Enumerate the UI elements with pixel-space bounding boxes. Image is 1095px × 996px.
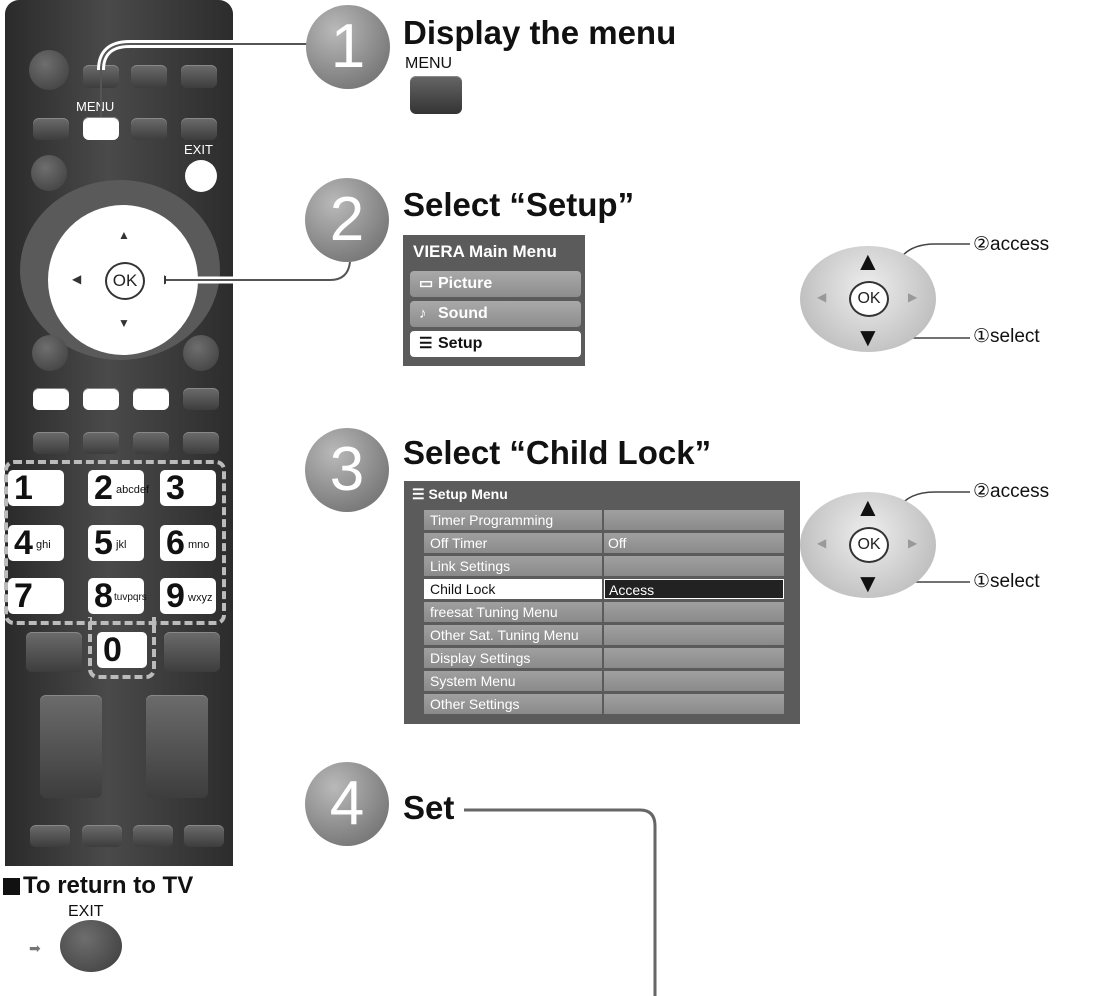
- remote-button[interactable]: [33, 118, 69, 140]
- main-menu-title: VIERA Main Menu: [413, 242, 557, 261]
- setup-menu-row[interactable]: Other Settings: [424, 694, 784, 714]
- setup-menu: ☰ Setup Menu Timer Programming Off Timer…: [404, 481, 800, 724]
- main-menu-item-picture[interactable]: ▭Picture: [410, 271, 581, 297]
- sound-icon: ♪: [419, 305, 427, 322]
- list-icon: ☰: [412, 486, 429, 502]
- ok-button[interactable]: OK: [105, 262, 145, 300]
- step-2-circle: 2: [305, 178, 389, 262]
- right-arrow-icon: ▶: [908, 536, 918, 550]
- setup-menu-row[interactable]: Link Settings: [424, 556, 784, 576]
- remote-button[interactable]: [131, 118, 167, 140]
- ok-button: OK: [849, 527, 889, 563]
- menu-key-label: MENU: [76, 99, 115, 114]
- remote-button[interactable]: [164, 632, 220, 672]
- picture-icon: ▭: [419, 275, 434, 292]
- remote-button[interactable]: [26, 632, 82, 672]
- main-menu: VIERA Main Menu ▭Picture ♪Sound ☰Setup: [403, 235, 585, 366]
- step-3-circle: 3: [305, 428, 389, 512]
- left-arrow-icon[interactable]: ◀: [72, 272, 82, 286]
- remote-round-button[interactable]: [183, 335, 219, 371]
- remote-button[interactable]: [181, 118, 217, 140]
- down-arrow-icon[interactable]: ▼: [118, 316, 130, 330]
- color-button[interactable]: [83, 388, 119, 410]
- setup-menu-row[interactable]: Other Sat. Tuning Menu: [424, 625, 784, 645]
- step-2-title: Select “Setup”: [403, 186, 635, 223]
- setup-menu-row[interactable]: Timer Programming: [424, 510, 784, 530]
- up-arrow-icon[interactable]: ▲: [118, 228, 130, 242]
- left-arrow-icon: ◀: [817, 290, 827, 304]
- step-4-title: Set: [403, 789, 455, 826]
- color-button[interactable]: [33, 388, 69, 410]
- step-1-key-label: MENU: [405, 55, 453, 72]
- access-label: ②access: [973, 481, 1050, 502]
- channel-rocker[interactable]: [146, 695, 208, 798]
- select-label: ①select: [973, 571, 1040, 592]
- number-key-3[interactable]: 3: [160, 469, 216, 507]
- remote-button[interactable]: [131, 65, 167, 88]
- step-3-title: Select “Child Lock”: [403, 434, 712, 471]
- menu-key-illustration: [410, 76, 462, 114]
- number-pad-highlight: [4, 460, 226, 625]
- remote-button[interactable]: [183, 432, 219, 454]
- up-arrow-icon: ▲: [855, 246, 881, 276]
- list-icon: ☰: [419, 335, 433, 352]
- access-label: ②access: [973, 234, 1050, 255]
- right-arrow-icon: ▶: [908, 290, 918, 304]
- remote-button[interactable]: [83, 432, 119, 454]
- down-arrow-icon: ▼: [855, 322, 881, 352]
- setup-menu-row[interactable]: System Menu: [424, 671, 784, 691]
- remote-round-button[interactable]: [32, 335, 68, 371]
- zero-key-highlight: [88, 617, 156, 679]
- number-key-0[interactable]: 0: [97, 631, 147, 669]
- return-bullet-icon: [3, 878, 20, 895]
- remote-button[interactable]: [133, 825, 173, 847]
- remote-button[interactable]: [183, 388, 219, 410]
- ok-button: OK: [849, 281, 889, 317]
- left-arrow-icon: ◀: [817, 536, 827, 550]
- step-1-title: Display the menu: [403, 14, 677, 51]
- power-button[interactable]: [29, 50, 69, 90]
- exit-button[interactable]: [185, 160, 217, 192]
- remote-button[interactable]: [82, 825, 122, 847]
- down-arrow-icon: ▼: [855, 568, 881, 598]
- setup-menu-row[interactable]: Display Settings: [424, 648, 784, 668]
- number-key-7[interactable]: 7: [8, 577, 64, 615]
- number-key-1[interactable]: 1: [8, 469, 64, 507]
- color-button[interactable]: [133, 388, 169, 410]
- volume-rocker[interactable]: [40, 695, 102, 798]
- remote-round-button[interactable]: [31, 155, 67, 191]
- remote-button[interactable]: [184, 825, 224, 847]
- exit-button-return[interactable]: [60, 920, 122, 972]
- exit-key-label: EXIT: [184, 142, 213, 157]
- select-label: ①select: [973, 326, 1040, 347]
- step-4-circle: 4: [305, 762, 389, 846]
- up-arrow-icon: ▲: [855, 492, 881, 522]
- return-exit-label: EXIT: [68, 903, 104, 920]
- arrow-right-icon: ➡: [29, 940, 41, 956]
- remote-button[interactable]: [33, 432, 69, 454]
- main-menu-item-sound[interactable]: ♪Sound: [410, 301, 581, 327]
- remote-button[interactable]: [30, 825, 70, 847]
- ok-label: OK: [112, 271, 138, 290]
- main-menu-item-setup[interactable]: ☰Setup: [410, 331, 581, 357]
- setup-menu-row[interactable]: freesat Tuning Menu: [424, 602, 784, 622]
- menu-button[interactable]: [83, 117, 119, 140]
- setup-menu-title: ☰ Setup Menu: [412, 486, 508, 502]
- step-1-circle: 1: [306, 5, 390, 89]
- return-title: To return to TV: [23, 872, 194, 899]
- remote-button[interactable]: [133, 432, 169, 454]
- remote-button[interactable]: [181, 65, 217, 88]
